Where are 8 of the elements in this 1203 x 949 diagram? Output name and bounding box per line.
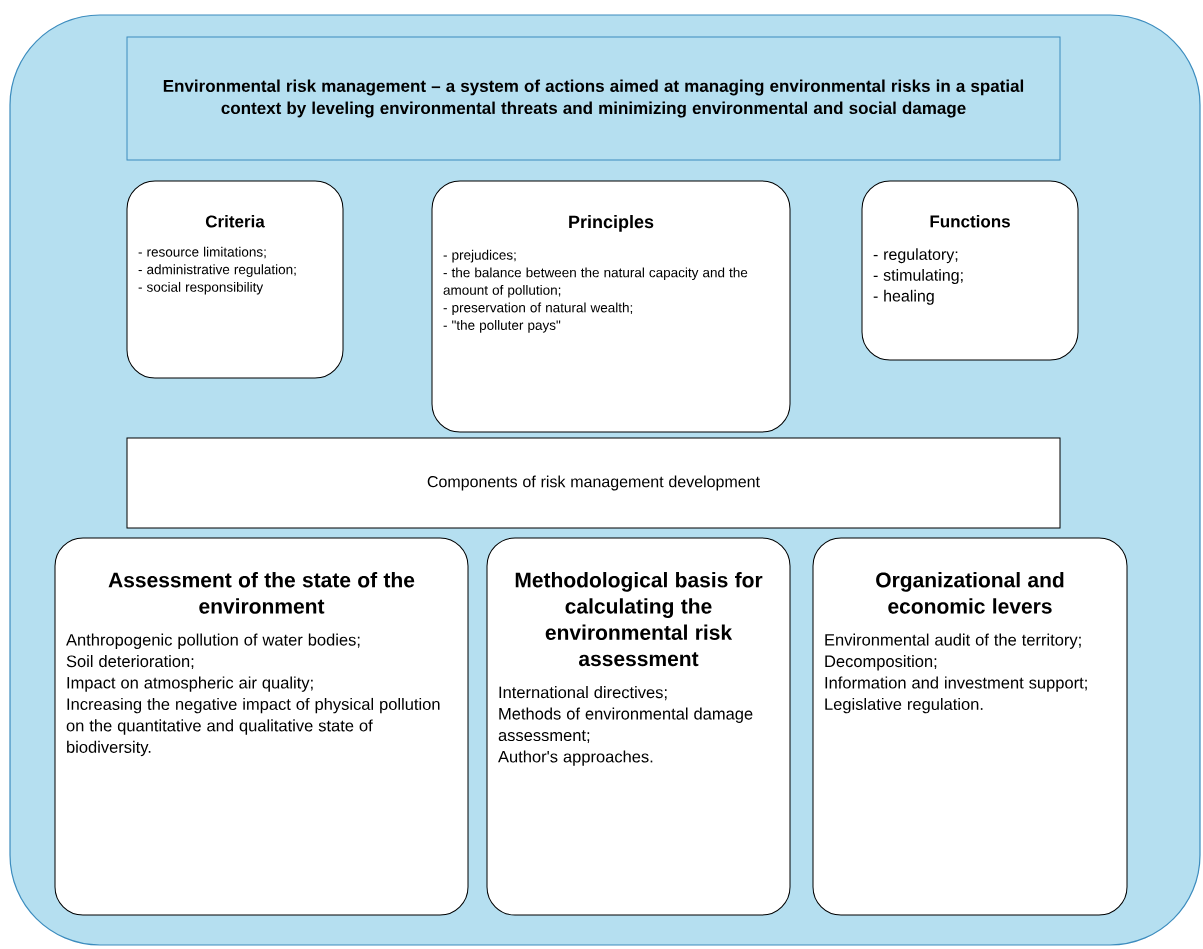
- category-box: Assessment of the state of the environment Anthropogenic pollution of water bodies; Soil deterioration; Impact on atmospheric air quality; Increasing the negative impact of physical pollution on the quantitative and qualitative state of biodiversity.: [54, 537, 469, 916]
- functions-box: Functions - regulatory; - stimulating; - healing: [861, 180, 1079, 361]
- category-box: Methodological basis for calculating the environmental risk assessment International directives; Methods of environmental damage assessment; Author's approaches.: [486, 537, 791, 916]
- title-box: Environmental risk management – a system of actions aimed at managing environmental risks in a spatial context by leveling environmental threats and minimizing environmental and social damage: [126, 36, 1061, 161]
- category-box: Organizational and economic levers Environmental audit of the territory; Decomposition; Information and investment support; Legislative regulation.: [812, 537, 1128, 916]
- criteria-box: Criteria - resource limitations; - administrative regulation; - social responsibility: [126, 180, 344, 379]
- principles-box: Principles - prejudices; - the balance between the natural capacity and the amount of pollution; - preservation of natural wealth; - "the polluter pays": [431, 180, 791, 433]
- heading-box: Components of risk management development: [126, 437, 1061, 529]
